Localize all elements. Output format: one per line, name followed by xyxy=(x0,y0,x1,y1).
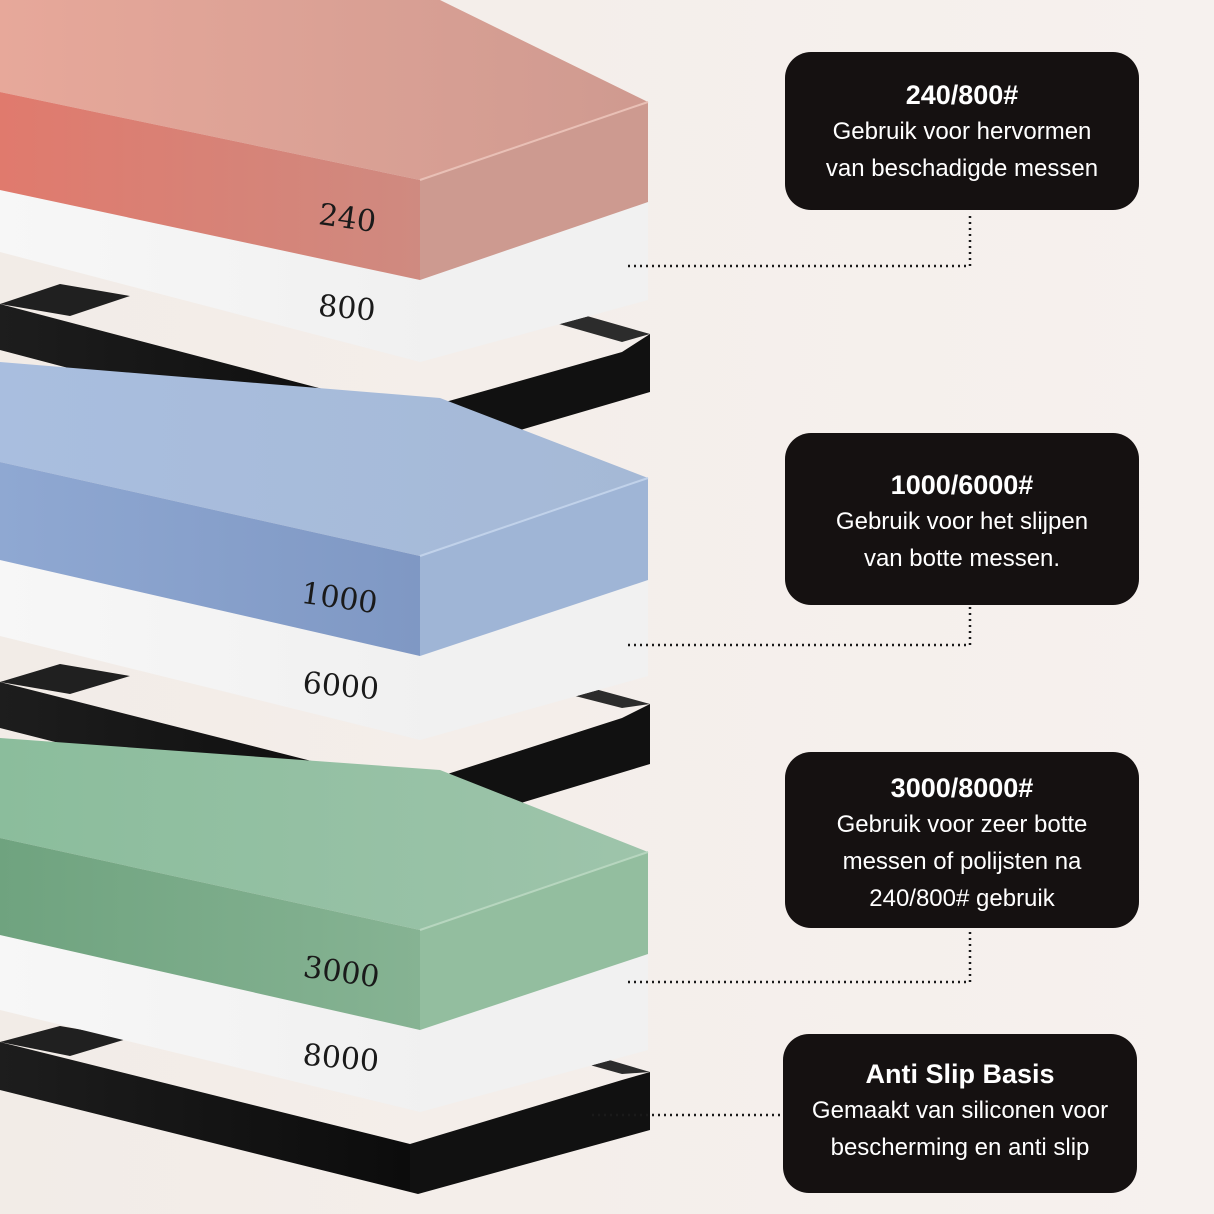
grit-label-240: 240 xyxy=(317,197,379,240)
callout-line: Gebruik voor zeer botte xyxy=(836,811,1088,838)
callout-line: Gemaakt van siliconen voor xyxy=(811,1097,1109,1124)
callout-title: 1000/6000# xyxy=(890,470,1034,500)
callout-title: 3000/8000# xyxy=(890,773,1034,803)
sharpening-stone-3000-8000: 3000 8000 xyxy=(0,738,649,1112)
callout-line: messen of polijsten na xyxy=(842,848,1082,875)
callout-240-800: 240/800# Gebruik voor hervormen van besc… xyxy=(785,52,1139,210)
grit-label-6000: 6000 xyxy=(301,666,380,708)
grit-label-8000: 8000 xyxy=(301,1038,380,1080)
callout-line: van beschadigde messen xyxy=(825,155,1099,182)
leader-line-2 xyxy=(628,606,972,647)
callout-line: bescherming en anti slip xyxy=(830,1134,1090,1161)
sharpening-stone-240-800: 240 800 xyxy=(0,0,649,362)
callout-anti-slip-basis: Anti Slip Basis Gemaakt van siliconen vo… xyxy=(783,1034,1137,1193)
callout-line: 240/800# gebruik xyxy=(869,885,1055,912)
callout-line: van botte messen. xyxy=(863,545,1061,572)
leader-line-1 xyxy=(628,212,972,268)
callout-line: Gebruik voor het slijpen xyxy=(835,508,1089,535)
sharpening-stone-1000-6000: 1000 6000 xyxy=(0,362,649,740)
callout-line: Gebruik voor hervormen xyxy=(832,118,1092,145)
callout-1000-6000: 1000/6000# Gebruik voor het slijpen van … xyxy=(785,433,1139,605)
callout-title: 240/800# xyxy=(905,80,1019,110)
callout-title: Anti Slip Basis xyxy=(865,1059,1055,1089)
leader-line-3 xyxy=(628,930,972,984)
callout-3000-8000: 3000/8000# Gebruik voor zeer botte messe… xyxy=(785,752,1139,928)
grit-label-800: 800 xyxy=(317,289,377,329)
leader-lines xyxy=(592,212,972,1117)
